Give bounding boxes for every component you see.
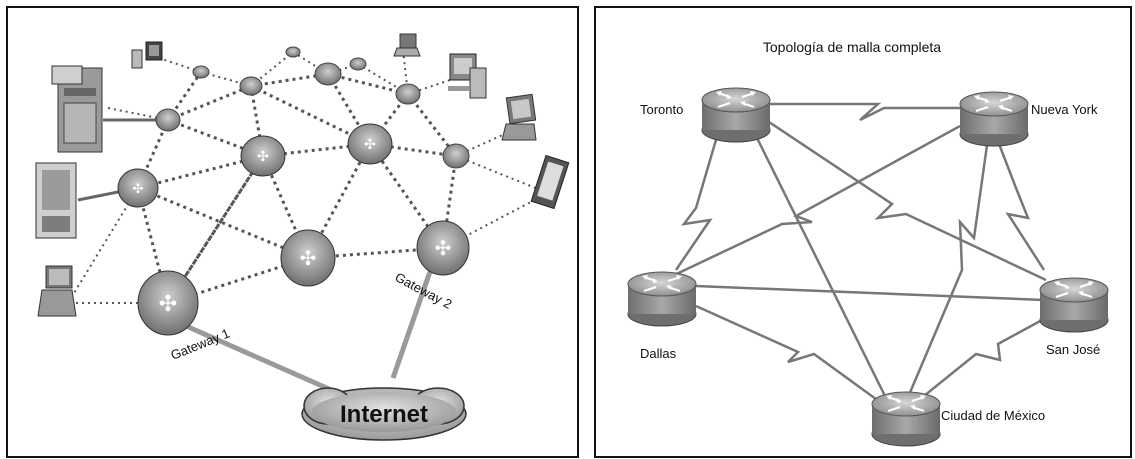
router-icon — [870, 390, 942, 448]
gateway-2-label: Gateway 2 — [393, 269, 455, 311]
router-icon — [442, 143, 470, 169]
printer-icon — [51, 65, 103, 153]
full-mesh-panel: Topología de malla completa — [594, 6, 1132, 458]
router-icon — [1038, 276, 1110, 334]
router-toronto — [700, 86, 772, 144]
router-icon — [239, 76, 263, 96]
laptop-icon — [501, 93, 537, 141]
svg-text:✣: ✣ — [364, 136, 376, 152]
internet-cloud: Internet — [301, 387, 467, 441]
mesh-links — [667, 102, 1047, 405]
label-toronto: Toronto — [640, 102, 683, 117]
router-ciudad-de-mexico — [870, 390, 942, 448]
small-routers — [155, 46, 470, 169]
svg-text:✣: ✣ — [435, 238, 452, 260]
laptop-icon — [37, 265, 77, 317]
tablet-icon — [530, 154, 570, 210]
router-icon — [155, 108, 181, 132]
gateway-internet-links — [166, 262, 436, 396]
svg-text:✣: ✣ — [257, 148, 269, 164]
desktop-computer-icon — [131, 41, 163, 69]
full-mesh-diagram: Topología de malla completa — [626, 39, 1110, 448]
diagram-title: Topología de malla completa — [763, 39, 941, 55]
label-san-jose: San José — [1046, 342, 1100, 357]
laptop-icon — [393, 33, 421, 57]
server-icon — [35, 162, 77, 239]
router-icon: ✣ — [240, 135, 286, 177]
svg-text:✣: ✣ — [133, 181, 144, 196]
router-dallas — [626, 270, 698, 328]
router-icon — [700, 86, 772, 144]
mesh-network-panel: ✣ ✣ ✣ ✣ ✣ ✣ — [6, 6, 579, 458]
router-nueva-york — [958, 90, 1030, 148]
router-icon: ✣ — [347, 123, 393, 165]
medium-routers: ✣ ✣ ✣ — [117, 123, 393, 208]
desktop-computer-icon — [448, 53, 487, 99]
label-nueva-york: Nueva York — [1031, 102, 1098, 117]
internet-label: Internet — [340, 401, 428, 428]
large-routers: ✣ ✣ ✣ — [137, 220, 470, 336]
router-icon — [958, 90, 1030, 148]
label-dallas: Dallas — [640, 346, 677, 361]
router-icon: ✣ — [117, 168, 159, 208]
gateway-2-router-icon: ✣ — [416, 220, 470, 276]
router-san-jose — [1038, 276, 1110, 334]
router-icon — [626, 270, 698, 328]
label-ciudad-de-mexico: Ciudad de México — [941, 408, 1045, 423]
gateway-1-router-icon: ✣ — [137, 270, 199, 336]
router-icon — [395, 83, 421, 105]
router-icon — [285, 46, 301, 58]
svg-text:✣: ✣ — [159, 291, 177, 316]
router-icon — [349, 57, 367, 71]
router-icon: ✣ — [280, 229, 336, 287]
router-icon — [192, 65, 210, 79]
end-devices — [35, 33, 570, 317]
mesh-network-diagram: ✣ ✣ ✣ ✣ ✣ ✣ — [35, 33, 570, 441]
router-icon — [314, 62, 342, 86]
svg-text:✣: ✣ — [300, 248, 317, 270]
